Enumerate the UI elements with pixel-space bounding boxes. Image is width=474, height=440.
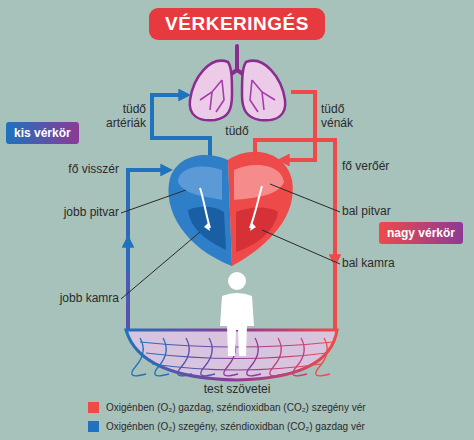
vena-cava-arrow: [126, 240, 130, 270]
part-label: tüdő: [225, 125, 248, 139]
part-label: jobb pitvar: [64, 206, 119, 220]
part-label: test szövetei: [204, 383, 271, 397]
person-icon: [220, 272, 254, 356]
part-label: fő verőér: [342, 160, 389, 174]
pulmonary-vein: [282, 92, 315, 160]
circuit-name: nagy vérkör: [387, 226, 455, 240]
lungs: [190, 46, 286, 120]
part-label: tüdő vénák: [321, 103, 363, 131]
legend-row: Oxigénben (O₂) szegény, széndioxidban (C…: [88, 421, 365, 432]
pulmonary-artery: [152, 95, 210, 160]
legend-row: Oxigénben (O₂) gazdag, széndioxidban (CO…: [88, 402, 366, 413]
circuit-name: kis vérkör: [14, 126, 71, 140]
legend-swatch: [88, 421, 99, 432]
legend-text: Oxigénben (O₂) szegény, széndioxidban (C…: [106, 421, 365, 432]
legend-text: Oxigénben (O₂) gazdag, széndioxidban (CO…: [106, 402, 366, 413]
part-label: fő visszér: [68, 163, 119, 177]
title: VÉRKERINGÉS: [149, 8, 325, 40]
part-label: bal kamra: [342, 257, 395, 271]
part-label: jobb kamra: [60, 292, 119, 306]
circuit-tag: kis vérkör: [6, 122, 79, 144]
part-label: tüdő artériák: [88, 103, 146, 131]
heart: [168, 152, 292, 266]
leader-lines: [121, 184, 340, 299]
vena-cava: [128, 170, 168, 332]
part-label: bal pitvar: [342, 205, 391, 219]
legend-swatch: [88, 402, 99, 413]
circuit-tag: nagy vérkör: [379, 222, 463, 244]
aorta-arrow: [333, 230, 337, 262]
